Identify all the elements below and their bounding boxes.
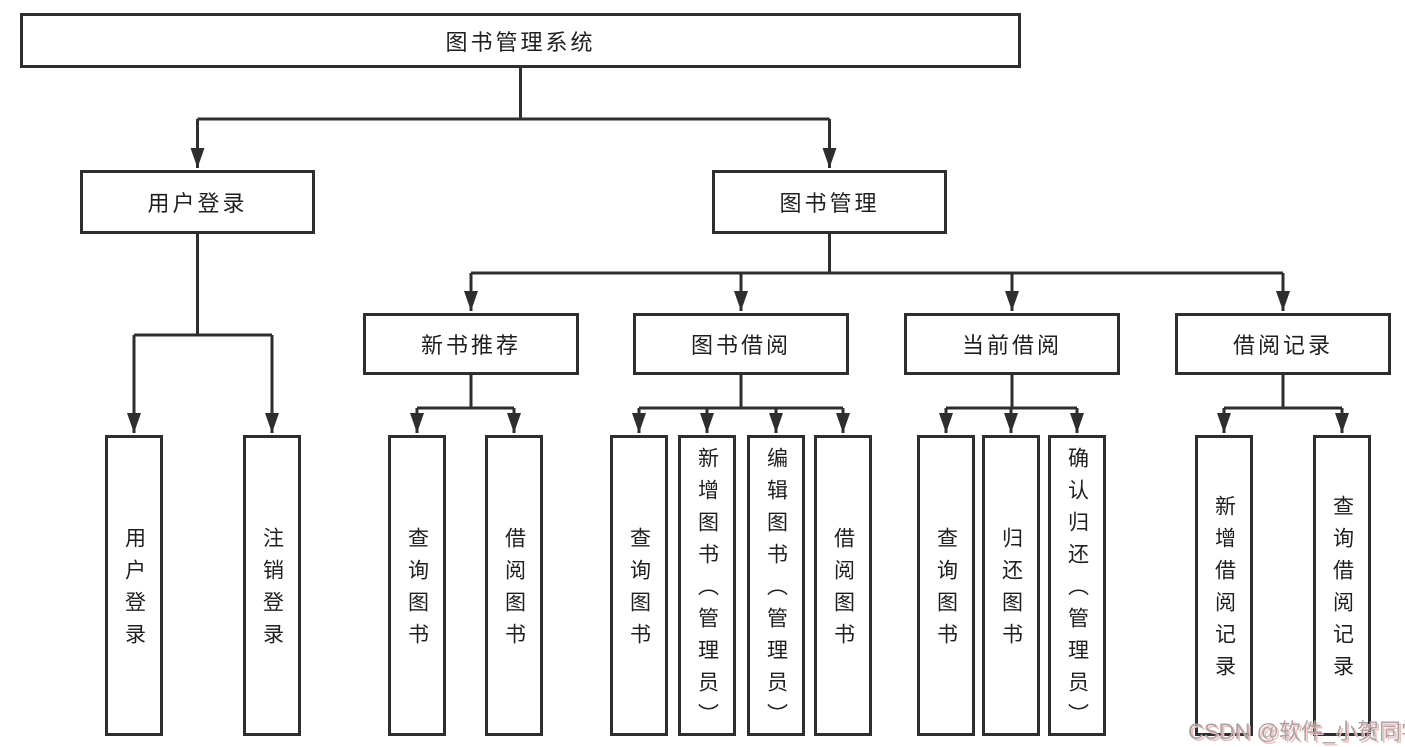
leaf-br-add-record-label: 新增借阅记录 xyxy=(1212,495,1236,687)
node-new-book-recommend: 新书推荐 xyxy=(363,313,579,375)
leaf-user-login-label: 用户登录 xyxy=(122,527,146,655)
leaf-cb-confirm-return-admin-label: 确认归还（管理员） xyxy=(1065,447,1089,735)
leaf-cb-return-books: 归还图书 xyxy=(982,435,1040,736)
leaf-bb-add-books-admin: 新增图书（管理员） xyxy=(678,435,736,736)
root-branch-connector xyxy=(190,68,837,168)
leaf-nbr-borrow-books-label: 借阅图书 xyxy=(502,527,526,655)
book-borrow-branch-connector xyxy=(632,375,850,433)
borrow-records-branch-connector xyxy=(1217,375,1349,433)
leaf-bb-edit-books-admin: 编辑图书（管理员） xyxy=(747,435,805,736)
node-book-management-label: 图书管理 xyxy=(779,191,880,216)
csdn-watermark: CSDN @软件_小贺同学 xyxy=(1188,719,1405,744)
node-user-login: 用户登录 xyxy=(80,170,315,234)
node-user-login-label: 用户登录 xyxy=(147,191,248,216)
book-management-branch-connector xyxy=(464,234,1290,311)
node-borrow-records: 借阅记录 xyxy=(1175,313,1391,375)
leaf-br-query-record: 查询借阅记录 xyxy=(1313,435,1371,736)
leaf-bb-query-books: 查询图书 xyxy=(610,435,668,736)
node-new-book-recommend-label: 新书推荐 xyxy=(420,333,521,358)
node-root-label: 图书管理系统 xyxy=(445,29,596,55)
node-book-borrow: 图书借阅 xyxy=(633,313,849,375)
leaf-bb-query-books-label: 查询图书 xyxy=(627,527,651,655)
new-book-recommend-branch-connector xyxy=(410,375,521,433)
leaf-bb-add-books-admin-label: 新增图书（管理员） xyxy=(695,447,719,735)
leaf-bb-borrow-books: 借阅图书 xyxy=(814,435,872,736)
current-borrow-branch-connector xyxy=(939,375,1084,433)
leaf-nbr-query-books: 查询图书 xyxy=(388,435,446,736)
user-login-branch-connector xyxy=(127,234,279,433)
node-current-borrow-label: 当前借阅 xyxy=(961,333,1062,358)
leaf-cb-query-books-label: 查询图书 xyxy=(934,527,958,655)
leaf-cb-return-books-label: 归还图书 xyxy=(999,527,1023,655)
leaf-cb-confirm-return-admin: 确认归还（管理员） xyxy=(1048,435,1106,736)
node-borrow-records-label: 借阅记录 xyxy=(1232,333,1333,358)
leaf-nbr-borrow-books: 借阅图书 xyxy=(485,435,543,736)
leaf-user-login: 用户登录 xyxy=(105,435,163,736)
leaf-bb-edit-books-admin-label: 编辑图书（管理员） xyxy=(764,447,788,735)
leaf-logout-label: 注销登录 xyxy=(260,527,284,655)
node-current-borrow: 当前借阅 xyxy=(904,313,1120,375)
leaf-cb-query-books: 查询图书 xyxy=(917,435,975,736)
node-root: 图书管理系统 xyxy=(20,13,1021,68)
leaf-br-add-record: 新增借阅记录 xyxy=(1195,435,1253,736)
node-book-management: 图书管理 xyxy=(712,170,947,234)
leaf-logout: 注销登录 xyxy=(243,435,301,736)
leaf-br-query-record-label: 查询借阅记录 xyxy=(1330,495,1354,687)
leaf-nbr-query-books-label: 查询图书 xyxy=(405,527,429,655)
leaf-bb-borrow-books-label: 借阅图书 xyxy=(831,527,855,655)
node-book-borrow-label: 图书借阅 xyxy=(690,333,791,358)
